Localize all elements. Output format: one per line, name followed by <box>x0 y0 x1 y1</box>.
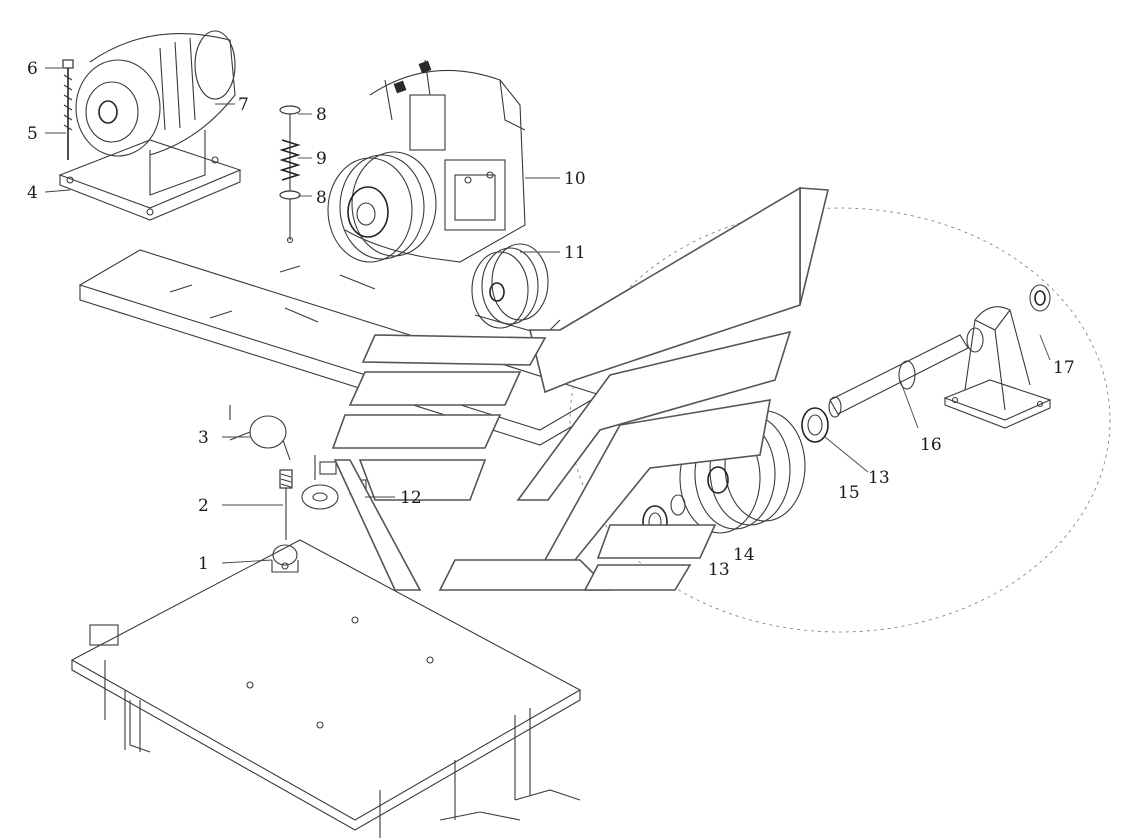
leader-lines <box>44 67 1051 564</box>
bearing-housing <box>943 284 1052 429</box>
callout-8-top: 8 <box>316 105 327 125</box>
callout-6: 6 <box>27 59 38 79</box>
callout-4: 4 <box>27 183 38 203</box>
watermark-logo <box>331 186 830 591</box>
callout-14: 14 <box>733 545 755 565</box>
anchor-bolt <box>62 59 74 160</box>
callout-3: 3 <box>198 428 209 448</box>
callout-5: 5 <box>27 124 38 144</box>
callouts: 1 2 3 4 5 6 7 8 9 8 10 11 12 13 15 16 17… <box>27 59 1075 580</box>
callout-11: 11 <box>564 243 586 263</box>
electric-motor <box>58 30 242 221</box>
callout-13-left: 13 <box>708 560 730 580</box>
callout-1: 1 <box>198 554 209 574</box>
base-frame <box>70 539 582 838</box>
callout-10: 10 <box>564 169 586 189</box>
compressor <box>327 59 526 263</box>
callout-17: 17 <box>1053 358 1075 378</box>
callout-13-right: 13 <box>868 468 890 488</box>
callout-9: 9 <box>316 149 327 169</box>
drive-shaft <box>828 334 969 418</box>
callout-12: 12 <box>400 488 422 508</box>
idler-pulley <box>471 243 561 336</box>
callout-16: 16 <box>920 435 942 455</box>
detail-circle <box>569 207 1111 633</box>
callout-15: 15 <box>838 483 860 503</box>
callout-8-bottom: 8 <box>316 188 327 208</box>
callout-7: 7 <box>238 95 249 115</box>
tensioner-parts <box>229 415 299 573</box>
spring-assembly <box>279 105 301 244</box>
callout-2: 2 <box>198 496 209 516</box>
